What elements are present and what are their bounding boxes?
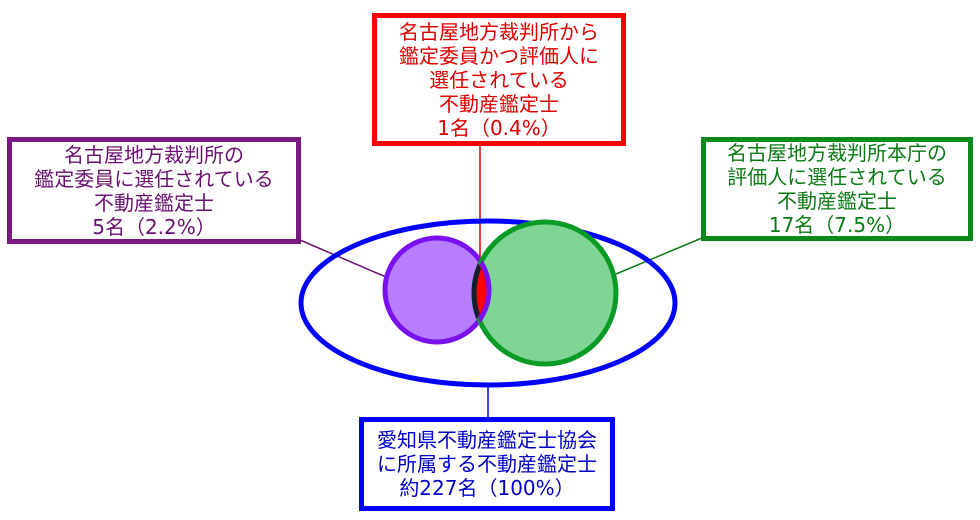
- label-line: 選任されている: [429, 67, 569, 92]
- overlap-border: [474, 235, 492, 345]
- label-line: 評価人に選任されている: [727, 165, 947, 189]
- label-count: 約227名（100%）: [399, 476, 575, 500]
- label-appraisal-committee: 名古屋地方裁判所の 鑑定委員に選任されている 不動産鑑定士 5名（2.2%）: [7, 137, 301, 244]
- evaluator-circle: [471, 219, 619, 367]
- association-ellipse: [298, 218, 678, 388]
- label-association: 愛知県不動産鑑定士協会 に所属する不動産鑑定士 約227名（100%）: [359, 417, 615, 511]
- label-appraisal-and-evaluator: 名古屋地方裁判所から 鑑定委員かつ評価人に 選任されている 不動産鑑定士 1名（…: [372, 13, 626, 146]
- label-line: 名古屋地方裁判所から: [399, 19, 599, 44]
- label-line: 不動産鑑定士: [439, 91, 559, 116]
- label-line: 愛知県不動産鑑定士協会: [377, 428, 597, 452]
- label-count: 17名（7.5%）: [768, 213, 906, 237]
- label-line: 鑑定委員に選任されている: [34, 166, 274, 191]
- label-count: 1名（0.4%）: [437, 115, 561, 140]
- overlap-edge: [471, 241, 486, 339]
- label-line: 名古屋地方裁判所本庁の: [727, 141, 947, 165]
- label-line: 不動産鑑定士: [777, 189, 897, 213]
- label-line: 鑑定委員かつ評価人に: [399, 43, 599, 68]
- label-evaluator: 名古屋地方裁判所本庁の 評価人に選任されている 不動産鑑定士 17名（7.5%）: [701, 137, 973, 241]
- label-line: 不動産鑑定士: [94, 190, 214, 215]
- connector-green: [615, 237, 703, 275]
- connector-purple: [299, 239, 387, 278]
- label-line: 名古屋地方裁判所の: [64, 142, 244, 167]
- label-count: 5名（2.2%）: [92, 214, 216, 239]
- label-line: に所属する不動産鑑定士: [377, 452, 597, 476]
